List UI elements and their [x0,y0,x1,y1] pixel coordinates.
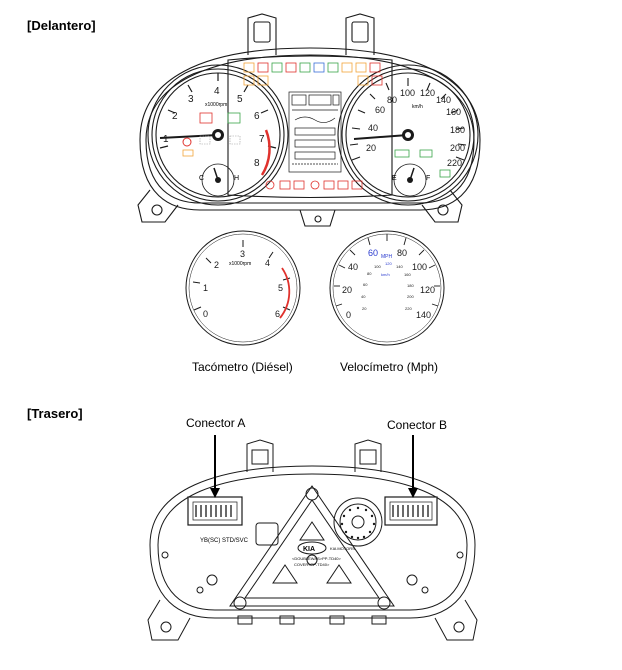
mph-num-40: 40 [348,262,358,272]
diesel-tach-num-0: 0 [203,309,208,319]
diesel-tachometer-gauge [185,230,301,346]
bottom-warning-lamp-row [265,180,363,190]
svg-text:F: F [426,175,430,182]
connector-b-label: Conector B [387,418,448,432]
connector-a-arrow [210,435,220,498]
svg-text:180: 180 [407,283,414,288]
tach-num-7: 7 [259,134,265,145]
connector-a-body [187,496,243,526]
mph-inner-kmh-scale: 20 40 60 80 100 120 140 160 180 200 220 [361,261,414,311]
speedo-num-120: 120 [420,88,435,98]
diesel-tach-num-2: 2 [214,260,219,270]
svg-text:60: 60 [363,282,368,287]
connector-a-label: Conector A [186,416,246,430]
tach-num-6: 6 [254,111,260,122]
tach-warning-lamps [182,112,241,157]
diesel-tach-num-5: 5 [278,283,283,293]
speedo-num-20: 20 [366,143,376,153]
rear-part-line-2: COVER<PP-TD40> [294,562,330,567]
speedo-num-160: 160 [446,107,461,117]
rear-label-std-svc: YB(SC) STD/SVC [200,538,249,544]
center-lcd-display [288,91,342,173]
diesel-tach-num-4: 4 [265,258,270,268]
svg-text:40: 40 [361,294,366,299]
speedo-unit: km/h [412,104,423,110]
mph-speedometer-gauge [329,230,445,346]
speedo-num-220: 220 [447,158,462,168]
rear-section-title: [Trasero] [27,406,83,421]
svg-text:H: H [234,175,239,182]
svg-text:20: 20 [362,306,367,311]
connector-b-arrow [408,435,418,498]
speedo-num-180: 180 [450,125,465,135]
top-warning-lamp-row [243,62,383,86]
svg-text:KIA: KIA [303,546,315,553]
mph-num-140: 140 [416,310,431,320]
mph-num-20: 20 [342,285,352,295]
svg-text:120: 120 [385,261,392,266]
connector-b-body [384,496,438,526]
svg-text:220: 220 [405,306,412,311]
diesel-tach-num-6: 6 [275,309,280,319]
rear-cluster-housing [147,439,478,641]
speedo-needle [353,134,409,140]
speedo-num-60: 60 [375,105,385,115]
kia-logo: KIA [297,541,327,555]
mph-inner-unit: km/h [381,272,390,277]
mph-num-120: 120 [420,285,435,295]
svg-text:200: 200 [407,294,414,299]
mph-num-60: 60 [368,248,378,258]
tach-num-1: 1 [163,134,169,145]
svg-text:E: E [392,175,397,182]
speedo-num-100: 100 [400,88,415,98]
svg-text:C: C [199,175,204,182]
mph-unit: MPH [381,254,393,260]
svg-text:140: 140 [396,264,403,269]
rear-brand: KIA MOTORS [330,546,355,551]
caption-speedo-mph: Velocímetro (Mph) [340,360,439,374]
svg-text:80: 80 [367,271,372,276]
tach-num-8: 8 [254,158,260,169]
tach-ticks [159,73,277,149]
speaker-grill-holes [340,506,376,540]
rear-part-line-1: <DOUBLEWAS>PP-TD40> [292,556,342,561]
speedo-num-40: 40 [368,123,378,133]
svg-text:160: 160 [404,272,411,277]
tach-num-3: 3 [188,94,194,105]
svg-text:100: 100 [374,264,381,269]
tach-num-5: 5 [237,94,243,105]
tach-unit: x1000rpm [205,102,227,108]
speedo-ticks [349,78,467,161]
caption-tach-diesel: Tacómetro (Diésel) [192,360,293,374]
diesel-tach-num-3: 3 [240,249,245,259]
tach-needle [159,134,219,139]
mph-num-0: 0 [346,310,351,320]
front-section-title: [Delantero] [27,18,96,33]
mph-num-80: 80 [397,248,407,258]
speedo-num-140: 140 [436,95,451,105]
diesel-tach-unit: x1000rpm [229,261,251,267]
speedo-num-80: 80 [387,95,397,105]
tach-redline [260,129,271,176]
mph-num-100: 100 [412,262,427,272]
speedo-indicator-lamps [394,149,451,178]
diesel-tach-num-1: 1 [203,283,208,293]
tach-num-4: 4 [214,86,220,97]
tach-num-2: 2 [172,111,178,122]
speedo-num-200: 200 [450,143,465,153]
